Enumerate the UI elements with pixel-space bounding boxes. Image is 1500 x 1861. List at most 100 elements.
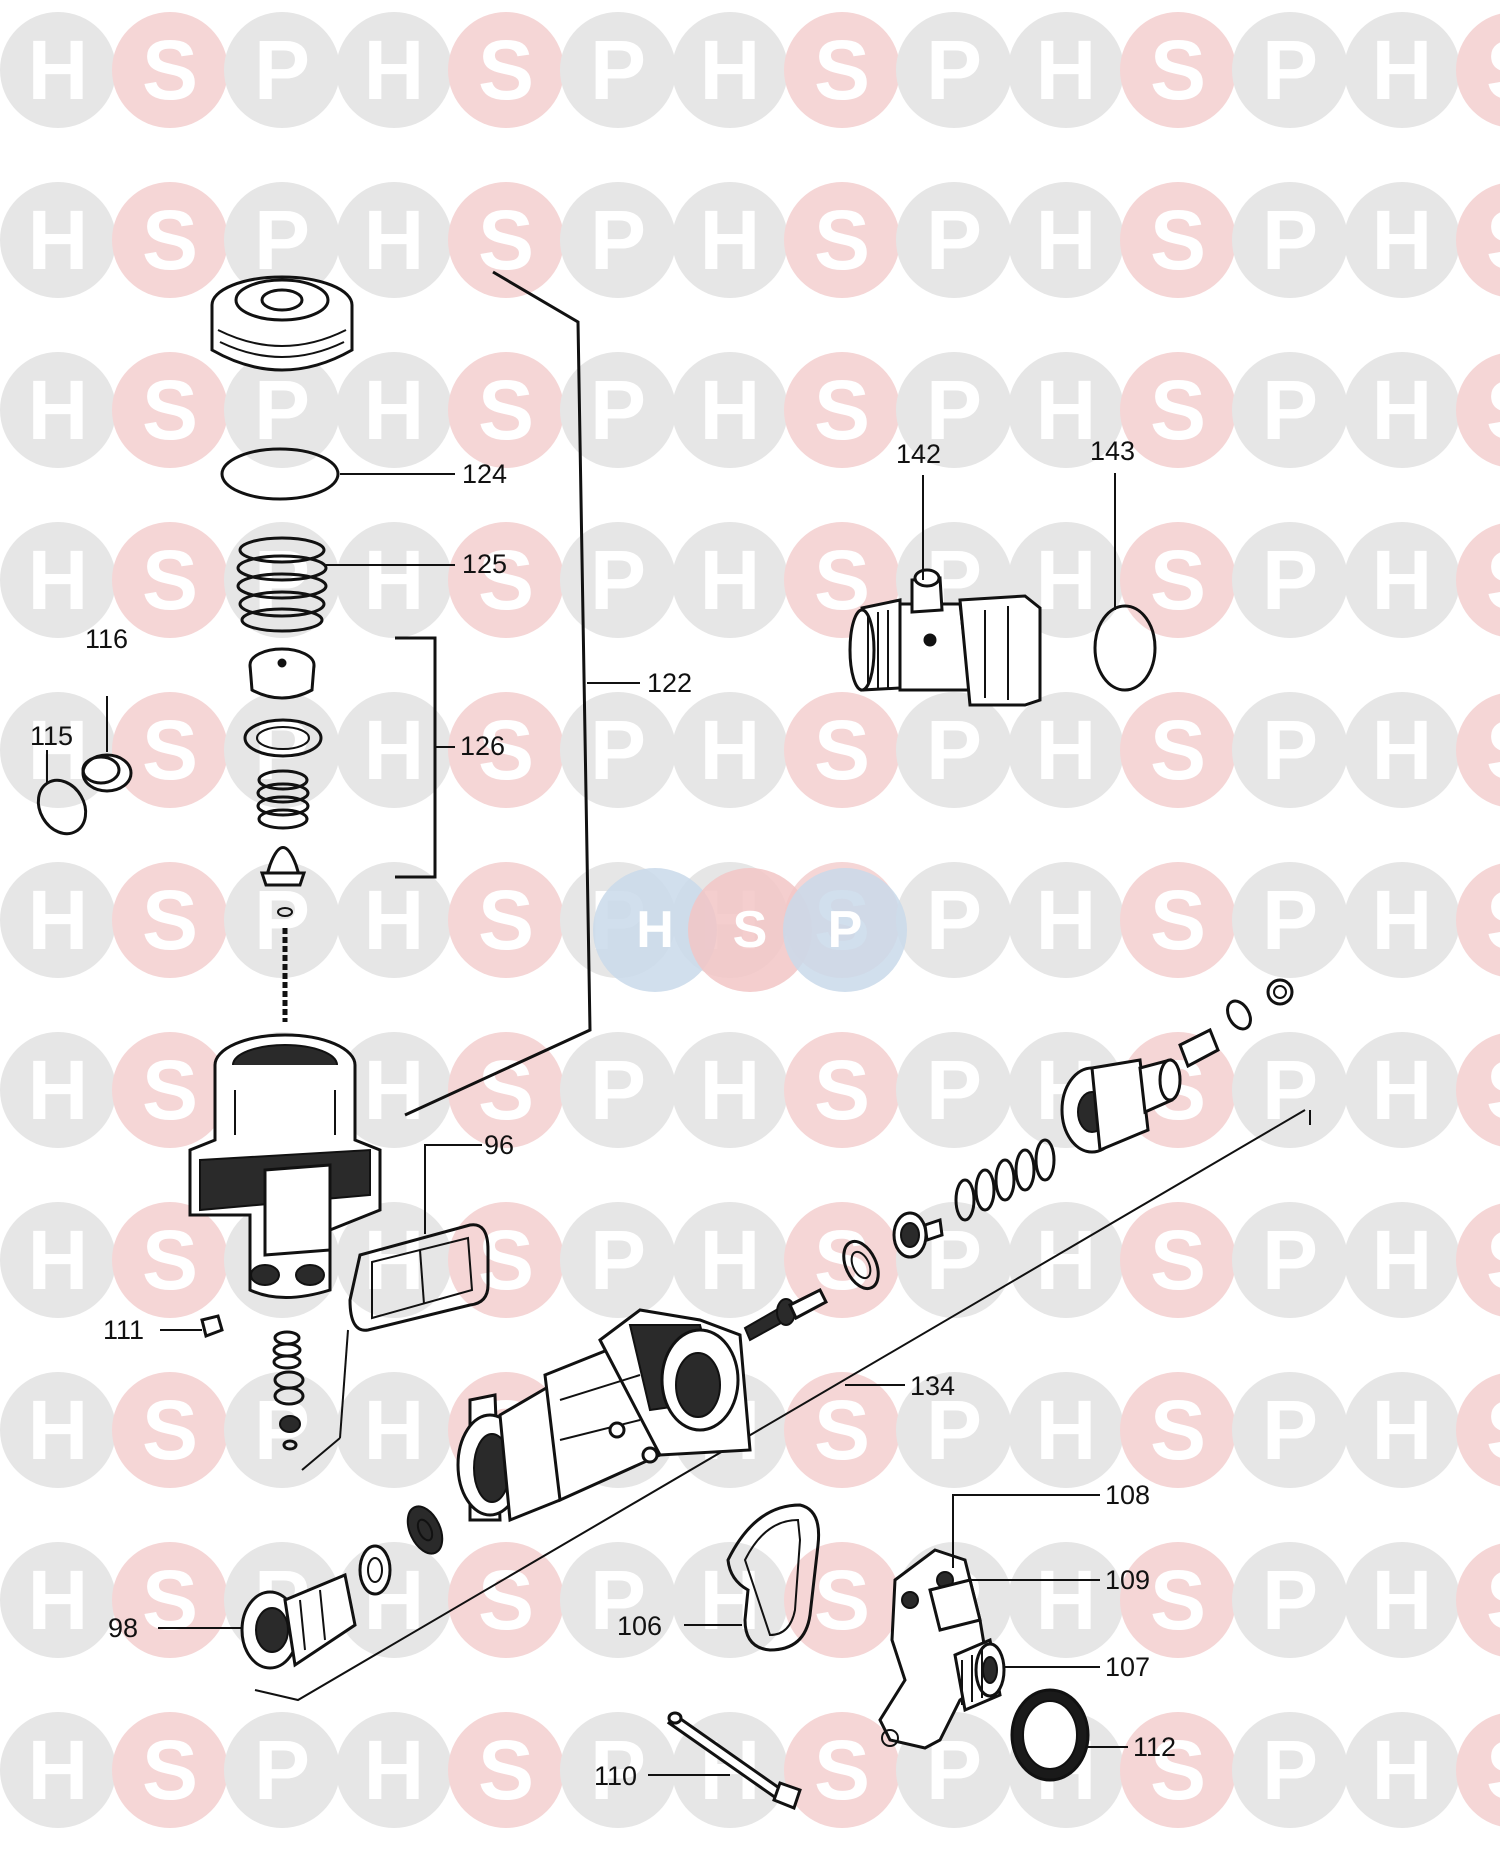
watermark-circle bbox=[1008, 182, 1124, 298]
leader-bracket-122 bbox=[404, 270, 592, 1117]
watermark-letter: H bbox=[1372, 1213, 1433, 1307]
leader-body-lower-2 bbox=[301, 1437, 341, 1471]
watermark-letter: S bbox=[1150, 193, 1206, 287]
watermark-circle bbox=[784, 1032, 900, 1148]
callout-106: 106 bbox=[617, 1611, 662, 1641]
watermark-letter: P bbox=[1262, 193, 1318, 287]
watermark-letter: S bbox=[1486, 1383, 1500, 1477]
watermark-circle bbox=[560, 12, 676, 128]
part-washer bbox=[406, 1505, 444, 1555]
watermark-letter: S bbox=[478, 873, 534, 967]
watermark-letter: S bbox=[1486, 23, 1500, 117]
watermark-letter: H bbox=[364, 873, 425, 967]
watermark-letter: S bbox=[1150, 873, 1206, 967]
watermark-letter: P bbox=[926, 703, 982, 797]
watermark-circle bbox=[560, 352, 676, 468]
watermark-circle bbox=[336, 1712, 452, 1828]
watermark-letter: H bbox=[364, 1723, 425, 1817]
watermark-circle bbox=[336, 862, 452, 978]
watermark-letter: P bbox=[590, 363, 646, 457]
watermark-letter: S bbox=[1150, 1553, 1206, 1647]
watermark-circle bbox=[784, 182, 900, 298]
watermark-circle bbox=[560, 1202, 676, 1318]
watermark-letter: P bbox=[1262, 1723, 1318, 1817]
watermark-letter: H bbox=[364, 1043, 425, 1137]
watermark-circle bbox=[896, 1372, 1012, 1488]
watermark-letter: H bbox=[364, 193, 425, 287]
leader-body-lower bbox=[339, 1329, 349, 1439]
watermark-circle bbox=[1232, 1372, 1348, 1488]
part-134-plug bbox=[1178, 978, 1294, 1069]
watermark-circle bbox=[1344, 182, 1460, 298]
watermark-circle bbox=[1344, 1032, 1460, 1148]
watermark-letter: S bbox=[814, 193, 870, 287]
watermark-letter: S bbox=[1150, 1383, 1206, 1477]
callout-124: 124 bbox=[462, 459, 507, 489]
watermark-letter: H bbox=[364, 703, 425, 797]
watermark-letter: P bbox=[926, 363, 982, 457]
watermark-circle bbox=[0, 1712, 116, 1828]
watermark-letter: S bbox=[1150, 23, 1206, 117]
part-143-o-ring bbox=[1093, 604, 1157, 692]
watermark-circle bbox=[784, 692, 900, 808]
center-logo-letter: S bbox=[733, 901, 768, 959]
axis-line-134 bbox=[254, 1109, 1311, 1702]
watermark-circle bbox=[1120, 692, 1236, 808]
watermark-letter: P bbox=[590, 193, 646, 287]
watermark-circle bbox=[0, 862, 116, 978]
part-main-body bbox=[188, 1033, 382, 1299]
part-washer-hole bbox=[416, 1518, 434, 1542]
watermark-letter: S bbox=[1486, 1213, 1500, 1307]
watermark-circle bbox=[1344, 1542, 1460, 1658]
callout-98: 98 bbox=[108, 1613, 138, 1643]
watermark-letter: P bbox=[254, 873, 310, 967]
watermark-circle bbox=[1008, 862, 1124, 978]
watermark-circle bbox=[1344, 352, 1460, 468]
watermark-letter: H bbox=[700, 703, 761, 797]
watermark-letter: P bbox=[590, 533, 646, 627]
watermark-letter: H bbox=[1036, 1213, 1097, 1307]
watermark-circle bbox=[896, 862, 1012, 978]
watermark-circle bbox=[448, 862, 564, 978]
watermark-letter: S bbox=[1486, 193, 1500, 287]
watermark-circle bbox=[112, 1202, 228, 1318]
part-134-housing bbox=[456, 1308, 752, 1523]
watermark-letter: P bbox=[1262, 873, 1318, 967]
watermark-circle bbox=[0, 1542, 116, 1658]
watermark-letter: P bbox=[1262, 1383, 1318, 1477]
watermark-letter: S bbox=[1150, 533, 1206, 627]
callout-116: 116 bbox=[85, 624, 128, 654]
watermark-letter: S bbox=[478, 363, 534, 457]
watermark-letter: S bbox=[142, 1723, 198, 1817]
watermark-circle bbox=[0, 1372, 116, 1488]
watermark-circle bbox=[1008, 692, 1124, 808]
watermark-letter: H bbox=[1372, 703, 1433, 797]
watermark-letter: S bbox=[142, 193, 198, 287]
watermark-letter: S bbox=[1150, 1213, 1206, 1307]
watermark-letter: S bbox=[814, 703, 870, 797]
watermark-letter: H bbox=[364, 363, 425, 457]
watermark-circle bbox=[1120, 1372, 1236, 1488]
part-112-washer-hole bbox=[1022, 1700, 1078, 1770]
watermark-letter: H bbox=[1036, 193, 1097, 287]
watermark-letter: P bbox=[926, 193, 982, 287]
watermark-circle bbox=[0, 1032, 116, 1148]
watermark-circle bbox=[224, 1712, 340, 1828]
watermark-circle bbox=[112, 12, 228, 128]
watermark-circle bbox=[112, 1372, 228, 1488]
watermark-letter: P bbox=[1262, 533, 1318, 627]
watermark-circle bbox=[560, 1712, 676, 1828]
part-top-cap bbox=[210, 275, 354, 372]
watermark-circle bbox=[224, 12, 340, 128]
part-142-valve bbox=[848, 568, 1042, 707]
watermark-circle bbox=[0, 182, 116, 298]
watermark-circle bbox=[1232, 1202, 1348, 1318]
watermark-circle bbox=[672, 1542, 788, 1658]
callout-134: 134 bbox=[910, 1371, 955, 1401]
watermark-circle bbox=[672, 1202, 788, 1318]
callout-126: 126 bbox=[460, 731, 505, 761]
watermark-letter: S bbox=[1150, 1723, 1206, 1817]
watermark-letter: H bbox=[28, 363, 89, 457]
watermark-letter: H bbox=[28, 1213, 89, 1307]
watermark-circle bbox=[560, 522, 676, 638]
